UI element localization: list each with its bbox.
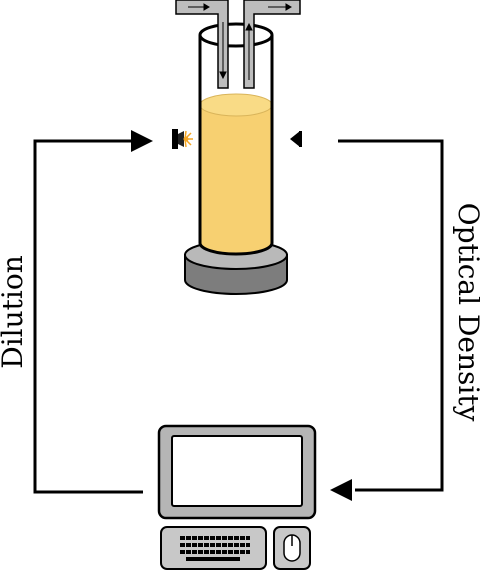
optical-density-connector (330, 139, 444, 501)
arrowhead-to-computer (330, 479, 352, 501)
tube-pipes (175, 0, 301, 89)
flow-arrow-out-vertical (245, 22, 253, 80)
dilution-label: Dilution (0, 255, 29, 369)
computer-monitor (157, 424, 317, 520)
optical-density-label: Optical Density (452, 203, 480, 422)
flow-arrow-in-horizontal (188, 3, 210, 11)
dilution-connector (33, 130, 153, 494)
flow-arrow-in-vertical (219, 22, 227, 80)
culture-tube (198, 22, 274, 256)
culture-surface (199, 93, 273, 117)
arrowhead-to-tube (131, 130, 153, 152)
keyboard-icon (160, 526, 267, 570)
mouse-icon (273, 526, 311, 570)
detector-icon (290, 131, 302, 147)
flow-arrow-out-horizontal (268, 3, 292, 11)
light-source-icon (172, 129, 193, 149)
